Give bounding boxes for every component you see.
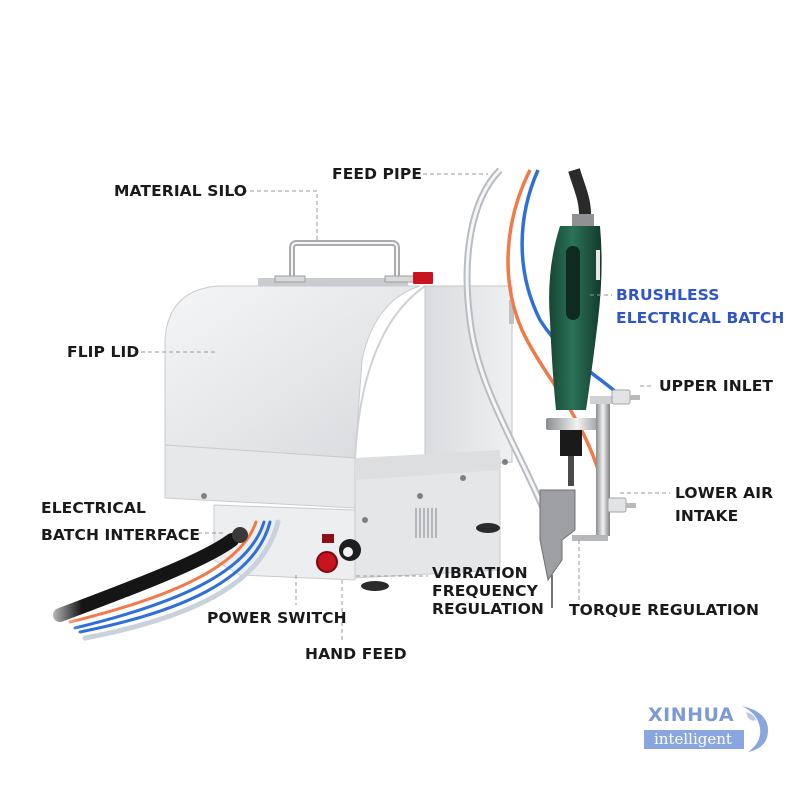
label-hand-feed: HAND FEED bbox=[305, 645, 407, 663]
label-electrical-batch-interface: ELECTRICAL BATCH INTERFACE bbox=[41, 495, 200, 549]
leader-material-silo bbox=[243, 190, 318, 240]
label-lower-air-line1: LOWER AIR bbox=[675, 484, 774, 502]
label-upper-inlet: UPPER INLET bbox=[659, 377, 774, 395]
label-vibration-line3: REGULATION bbox=[432, 600, 544, 618]
brushless-electric-screwdriver bbox=[539, 168, 640, 608]
carry-handle bbox=[289, 240, 400, 278]
label-electrical-line2: BATCH INTERFACE bbox=[41, 526, 201, 544]
label-electrical-line1: ELECTRICAL bbox=[41, 499, 146, 517]
brand-logo: XINHUA intelligent bbox=[642, 700, 772, 756]
label-vibration-line2: FREQUENCY bbox=[432, 582, 538, 600]
batch-interface-connector bbox=[232, 527, 248, 543]
label-vibration-line1: VIBRATION bbox=[432, 564, 528, 582]
label-power-switch: POWER SWITCH bbox=[207, 609, 347, 627]
logo-tagline: intelligent bbox=[654, 730, 732, 748]
label-flip-lid: FLIP LID bbox=[67, 343, 140, 361]
globe-icon bbox=[742, 706, 768, 752]
label-brushless-line1: BRUSHLESS bbox=[616, 286, 720, 304]
vent-grille bbox=[415, 508, 437, 538]
label-torque-regulation: TORQUE REGULATION bbox=[569, 601, 760, 619]
machine-body bbox=[164, 240, 514, 591]
orange-air-hose bbox=[506, 169, 608, 501]
logo-brand-text: XINHUA bbox=[648, 704, 735, 726]
logo-tagline-bar bbox=[644, 730, 744, 749]
power-indicator-light bbox=[413, 272, 433, 284]
label-brushless-line2: ELECTRICAL BATCH bbox=[616, 309, 785, 327]
label-vibration-frequency-regulation: VIBRATION FREQUENCY REGULATION bbox=[432, 564, 544, 618]
label-lower-air-intake: LOWER AIR INTAKE bbox=[675, 482, 773, 528]
label-brushless-electrical-batch: BRUSHLESS ELECTRICAL BATCH bbox=[616, 284, 784, 330]
hand-feed-button[interactable] bbox=[316, 551, 338, 573]
power-switch[interactable] bbox=[322, 534, 334, 543]
label-material-silo: MATERIAL SILO bbox=[114, 182, 248, 200]
leader-lines bbox=[134, 173, 670, 643]
label-feed-pipe: FEED PIPE bbox=[332, 165, 423, 183]
label-lower-air-line2: INTAKE bbox=[675, 507, 739, 525]
blue-air-hose bbox=[520, 169, 622, 398]
flip-lid bbox=[164, 285, 421, 459]
